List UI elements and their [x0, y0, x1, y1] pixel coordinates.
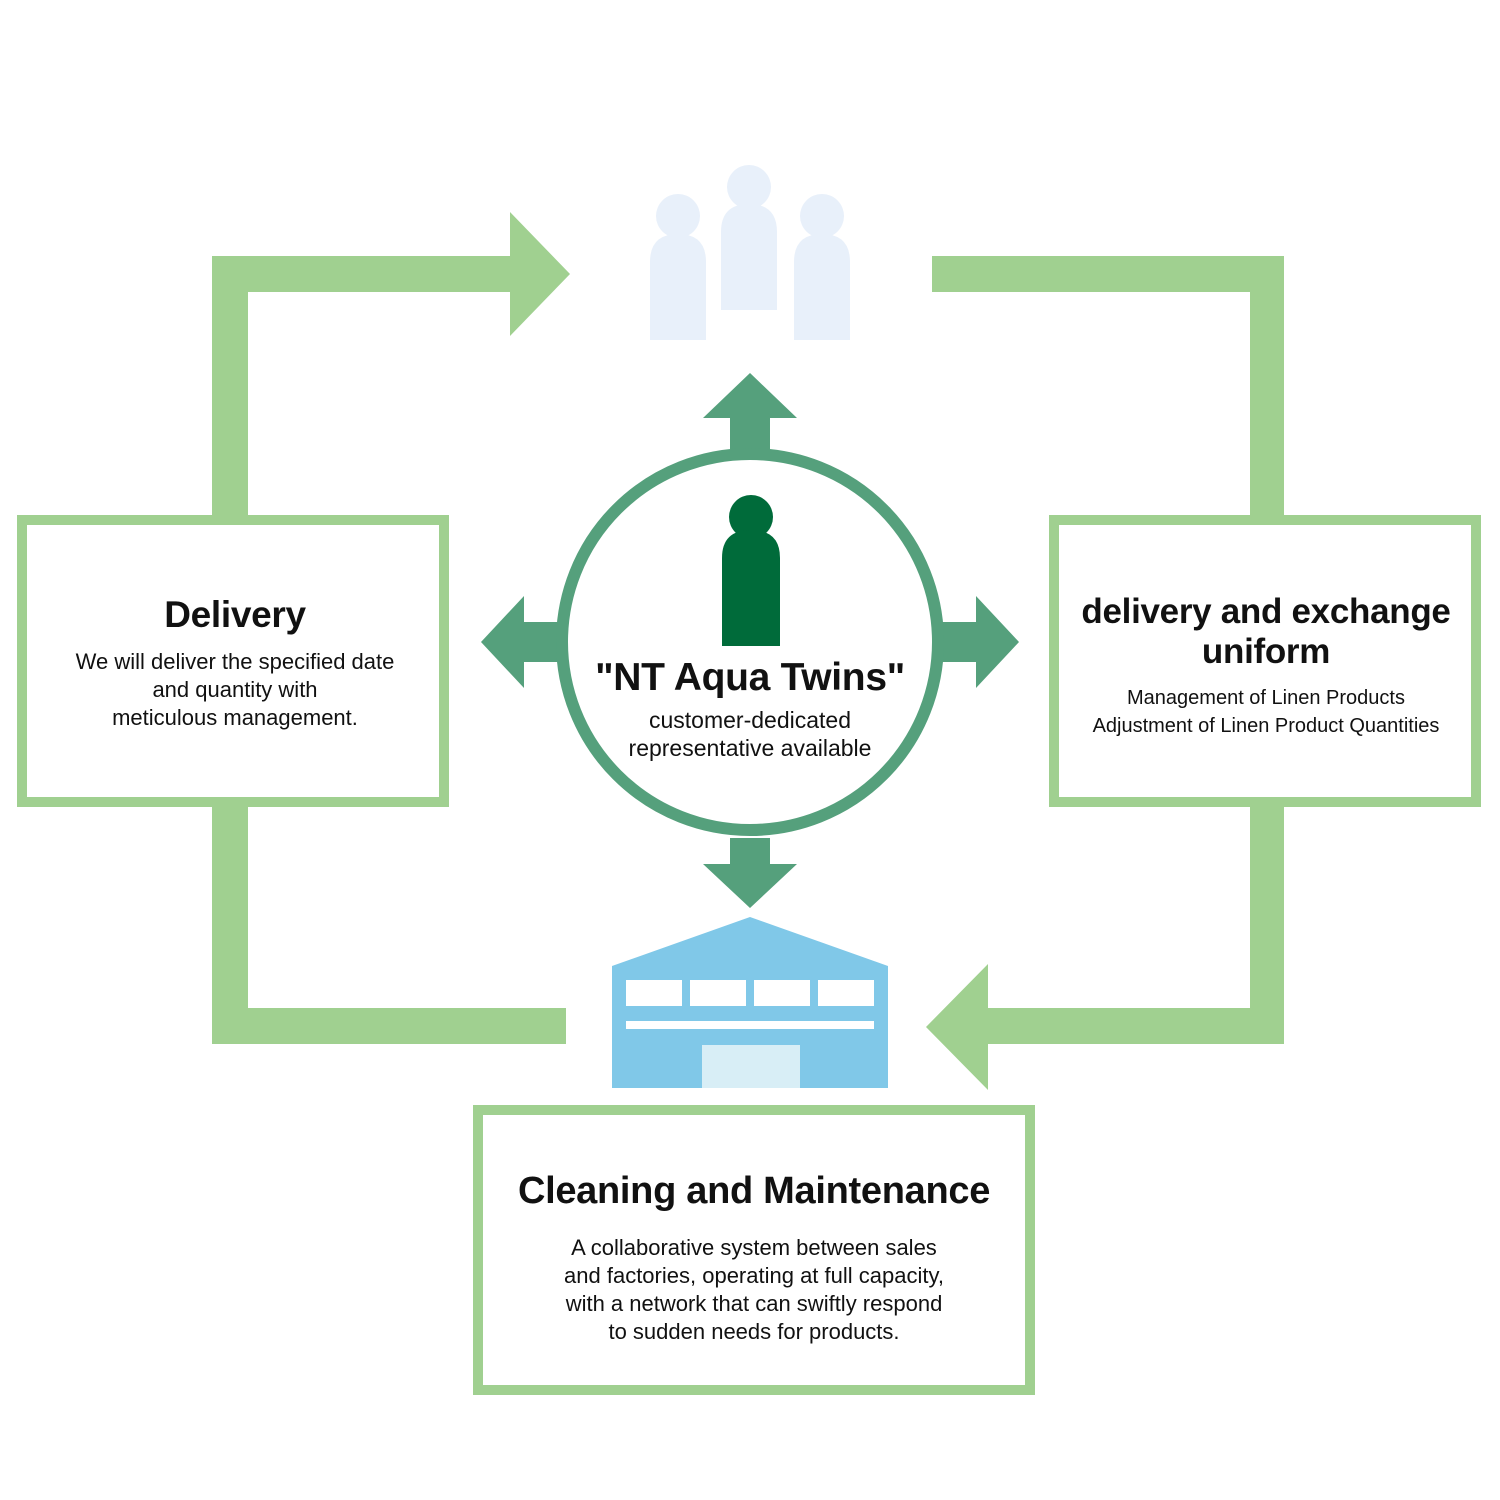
arrow-delivery-to-customers — [212, 212, 570, 520]
delivery-node: Delivery We will deliver the specified d… — [30, 592, 440, 732]
hub-arrow-down — [703, 838, 797, 908]
factory-icon — [612, 917, 888, 1088]
hub-arrow-left — [481, 596, 558, 688]
delivery-title: Delivery — [164, 594, 306, 635]
person-icon — [722, 495, 780, 646]
exchange-node: delivery and exchange uniform Management… — [1058, 592, 1474, 740]
cleaning-title: Cleaning and Maintenance — [517, 1170, 991, 1212]
center-node: "NT Aqua Twins" customer-dedicated repre… — [560, 654, 940, 762]
cleaning-description: A collaborative system between sales and… — [564, 1235, 944, 1344]
hub-arrow-up — [703, 373, 797, 452]
cleaning-box — [473, 1105, 1035, 1395]
flow-arrows — [212, 212, 1284, 1090]
center-description: customer-dedicated representative availa… — [628, 707, 872, 761]
customers-group-icon — [650, 165, 850, 340]
delivery-description: We will deliver the specified date and q… — [75, 649, 395, 730]
exchange-title: delivery and exchange uniform — [1081, 592, 1451, 671]
line-factory-to-delivery — [212, 804, 566, 1044]
delivery-box — [17, 515, 449, 807]
cleaning-node: Cleaning and Maintenance A collaborative… — [484, 1168, 1024, 1346]
exchange-description: Management of Linen Products Adjustment … — [1092, 687, 1440, 737]
center-title: "NT Aqua Twins" — [595, 656, 905, 699]
arrow-exchange-to-factory — [926, 804, 1284, 1090]
hub-arrows — [481, 373, 1019, 908]
exchange-box — [1049, 515, 1481, 807]
hub-arrow-right — [942, 596, 1019, 688]
line-customers-to-exchange — [932, 256, 1284, 520]
